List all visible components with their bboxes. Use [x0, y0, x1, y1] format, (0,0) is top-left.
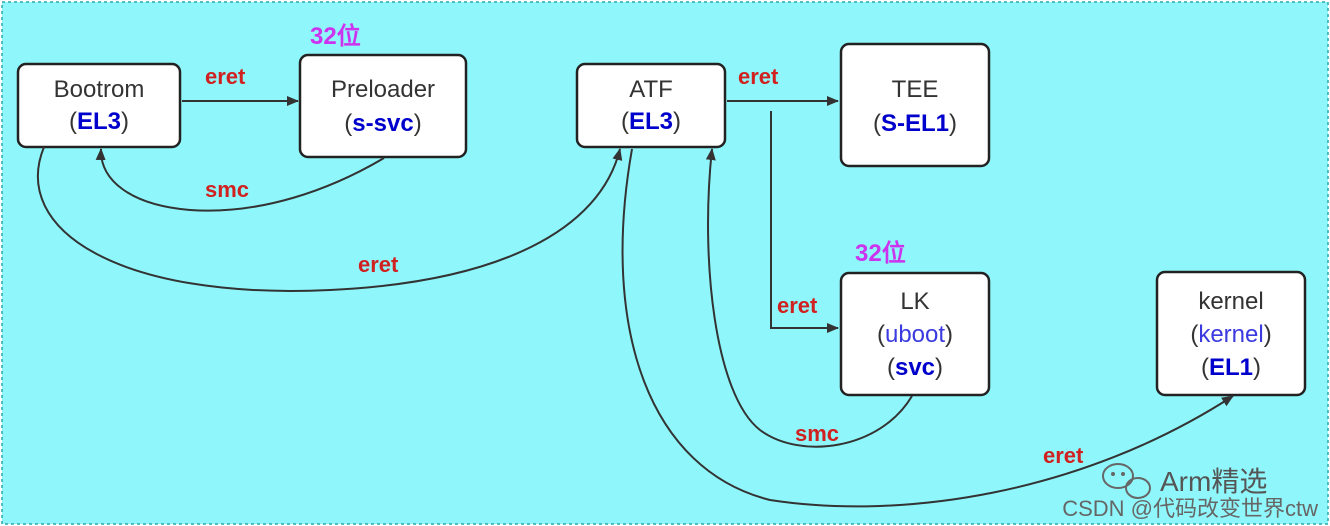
node-lk-name: LK — [900, 288, 929, 315]
node-atf-level-value: EL3 — [629, 108, 673, 135]
edge-lk-to-atf — [705, 148, 913, 448]
node-lk-box — [839, 271, 991, 397]
node-kernel-alias: (kernel) — [1190, 321, 1271, 348]
node-tee-level: (S-EL1) — [873, 110, 957, 137]
node-kernel-alias-value: kernel — [1198, 321, 1263, 348]
node-lk-alias-value: uboot — [885, 321, 945, 348]
node-lk-alias: (uboot) — [877, 321, 953, 348]
node-preloader-box — [298, 53, 468, 159]
lk-width-badge: 32位 — [855, 239, 906, 267]
watermark: Arm精选 CSDN @代码改变世界ctw — [1062, 463, 1318, 521]
edge-label-bootrom-to-atf: eret — [358, 252, 399, 277]
node-bootrom: Bootrom (EL3) — [16, 62, 182, 149]
edge-atf-to-kernel — [621, 148, 1234, 508]
node-preloader: Preloader (s-svc) — [298, 53, 468, 159]
edge-label-atf-to-kernel: eret — [1043, 443, 1084, 468]
node-atf-name: ATF — [629, 76, 673, 103]
node-kernel-box — [1155, 270, 1307, 397]
node-preloader-name: Preloader — [331, 76, 435, 103]
node-kernel-name: kernel — [1198, 288, 1263, 315]
node-atf-box — [575, 62, 727, 149]
node-kernel-level: (EL1) — [1201, 354, 1261, 381]
watermark-csdn: CSDN @代码改变世界ctw — [1062, 496, 1318, 521]
node-bootrom-name: Bootrom — [54, 76, 145, 103]
edge-atf-to-lk — [770, 111, 839, 333]
preloader-width-badge: 32位 — [310, 22, 361, 50]
edge-label-preloader-to-bootrom: smc — [205, 177, 249, 202]
node-atf: ATF (EL3) — [575, 62, 727, 149]
node-preloader-level-value: s-svc — [352, 110, 413, 137]
edge-label-bootrom-to-preloader: eret — [205, 64, 246, 89]
node-tee-level-value: S-EL1 — [881, 110, 949, 137]
node-lk-level: (svc) — [887, 354, 943, 381]
edge-label-lk-to-atf: smc — [795, 421, 839, 446]
edge-label-atf-to-lk: eret — [777, 293, 818, 318]
node-tee-box — [839, 42, 991, 168]
node-bootrom-level-value: EL3 — [77, 108, 121, 135]
node-bootrom-level: (EL3) — [69, 108, 129, 135]
node-lk-level-value: svc — [895, 354, 935, 381]
watermark-brand: Arm精选 — [1160, 466, 1267, 497]
node-preloader-level: (s-svc) — [344, 110, 421, 137]
node-lk: LK (uboot) (svc) — [839, 271, 991, 397]
edge-preloader-to-bootrom — [95, 148, 385, 212]
node-kernel-level-value: EL1 — [1209, 354, 1253, 381]
edge-bootrom-to-atf — [37, 146, 623, 292]
node-tee-name: TEE — [892, 76, 939, 103]
node-tee: TEE (S-EL1) — [839, 42, 991, 168]
node-atf-level: (EL3) — [621, 108, 681, 135]
wechat-icon — [1102, 463, 1151, 499]
node-bootrom-box — [16, 62, 182, 149]
node-kernel: kernel (kernel) (EL1) — [1155, 270, 1307, 397]
edge-label-atf-to-tee: eret — [738, 64, 779, 89]
